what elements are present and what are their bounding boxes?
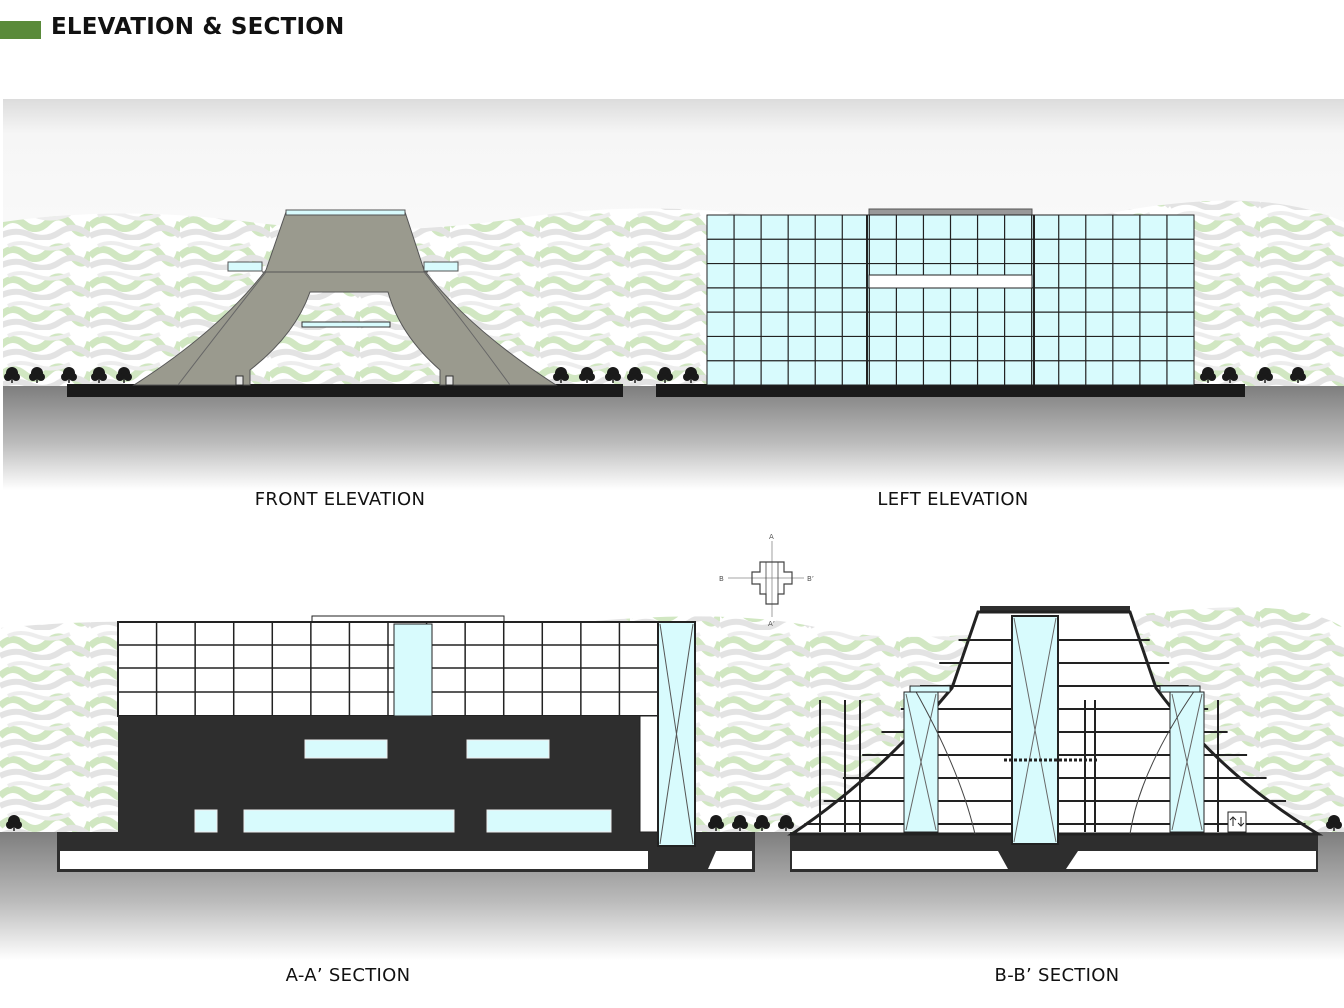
section-bb-caption: B-B’ SECTION bbox=[994, 965, 1120, 986]
tree-icon bbox=[1290, 367, 1306, 383]
tree-icon bbox=[29, 367, 45, 383]
key-plan-label-a-prime: A’ bbox=[768, 620, 775, 628]
tree-icon bbox=[605, 367, 621, 383]
front-elevation-podium bbox=[67, 384, 623, 397]
tree-icon bbox=[657, 367, 673, 383]
front-elevation-caption: FRONT ELEVATION bbox=[254, 489, 426, 510]
tree-icon bbox=[61, 367, 77, 383]
left-elevation-void-band bbox=[868, 274, 1033, 289]
tree-icon bbox=[627, 367, 643, 383]
trees-layer bbox=[4, 367, 1342, 831]
key-plan-label-b-prime: B’ bbox=[807, 575, 814, 583]
section-aa-caption: A-A’ SECTION bbox=[285, 965, 411, 986]
section-aa-atrium bbox=[393, 623, 433, 717]
tree-icon bbox=[1326, 815, 1342, 831]
tree-icon bbox=[116, 367, 132, 383]
tree-icon bbox=[1222, 367, 1238, 383]
key-plan-label-b: B bbox=[719, 575, 724, 583]
tree-icon bbox=[754, 815, 770, 831]
tree-icon bbox=[708, 815, 724, 831]
tree-icon bbox=[1257, 367, 1273, 383]
tree-icon bbox=[579, 367, 595, 383]
key-plan-label-a: A bbox=[769, 533, 774, 541]
page-title: ELEVATION & SECTION bbox=[51, 14, 345, 40]
front-elevation-concrete-mass bbox=[132, 211, 558, 386]
front-elevation-drawing bbox=[67, 209, 623, 397]
tree-icon bbox=[732, 815, 748, 831]
left-elevation-drawing bbox=[656, 208, 1245, 397]
tree-icon bbox=[553, 367, 569, 383]
section-bb-drawing bbox=[787, 606, 1324, 872]
left-elevation-podium bbox=[656, 384, 1245, 397]
tree-icon bbox=[4, 367, 20, 383]
left-elevation-caption: LEFT ELEVATION bbox=[877, 489, 1029, 510]
title-accent-bar bbox=[0, 21, 41, 39]
tree-icon bbox=[6, 815, 22, 831]
tree-icon bbox=[91, 367, 107, 383]
tree-icon bbox=[1200, 367, 1216, 383]
section-aa-drawing bbox=[57, 615, 755, 872]
key-plan-diagram: A A’ B B’ bbox=[719, 533, 814, 628]
lift-arrows-icon bbox=[1227, 811, 1247, 833]
tree-icon bbox=[778, 815, 794, 831]
front-elevation-roof-glazing bbox=[285, 209, 406, 216]
tree-icon bbox=[683, 367, 699, 383]
front-elevation-bridge bbox=[301, 321, 391, 328]
